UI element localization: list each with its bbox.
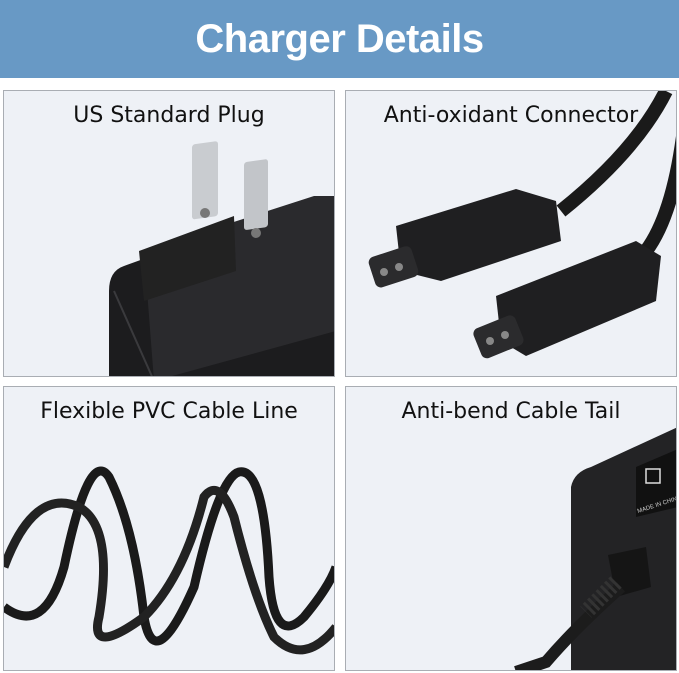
header-banner: Charger Details [0,0,679,78]
panel-label: Anti-oxidant Connector [383,103,639,128]
page-title: Charger Details [195,16,484,61]
cable-tail-image: MADE IN CHINA [514,427,676,670]
panel-cable-tail: Anti-bend Cable Tail MADE IN CHINA [345,386,677,671]
panel-label: Anti-bend Cable Tail [401,399,621,424]
panel-connector: Anti-oxidant Connector [345,90,677,377]
plug-image [109,141,334,376]
panel-pvc-cable: Flexible PVC Cable Line [3,386,335,671]
panel-label: US Standard Plug [73,103,265,128]
coiled-cable-image [4,466,334,655]
connector-image [368,91,676,359]
panel-us-plug: US Standard Plug [3,90,335,377]
panel-label: Flexible PVC Cable Line [40,399,298,424]
